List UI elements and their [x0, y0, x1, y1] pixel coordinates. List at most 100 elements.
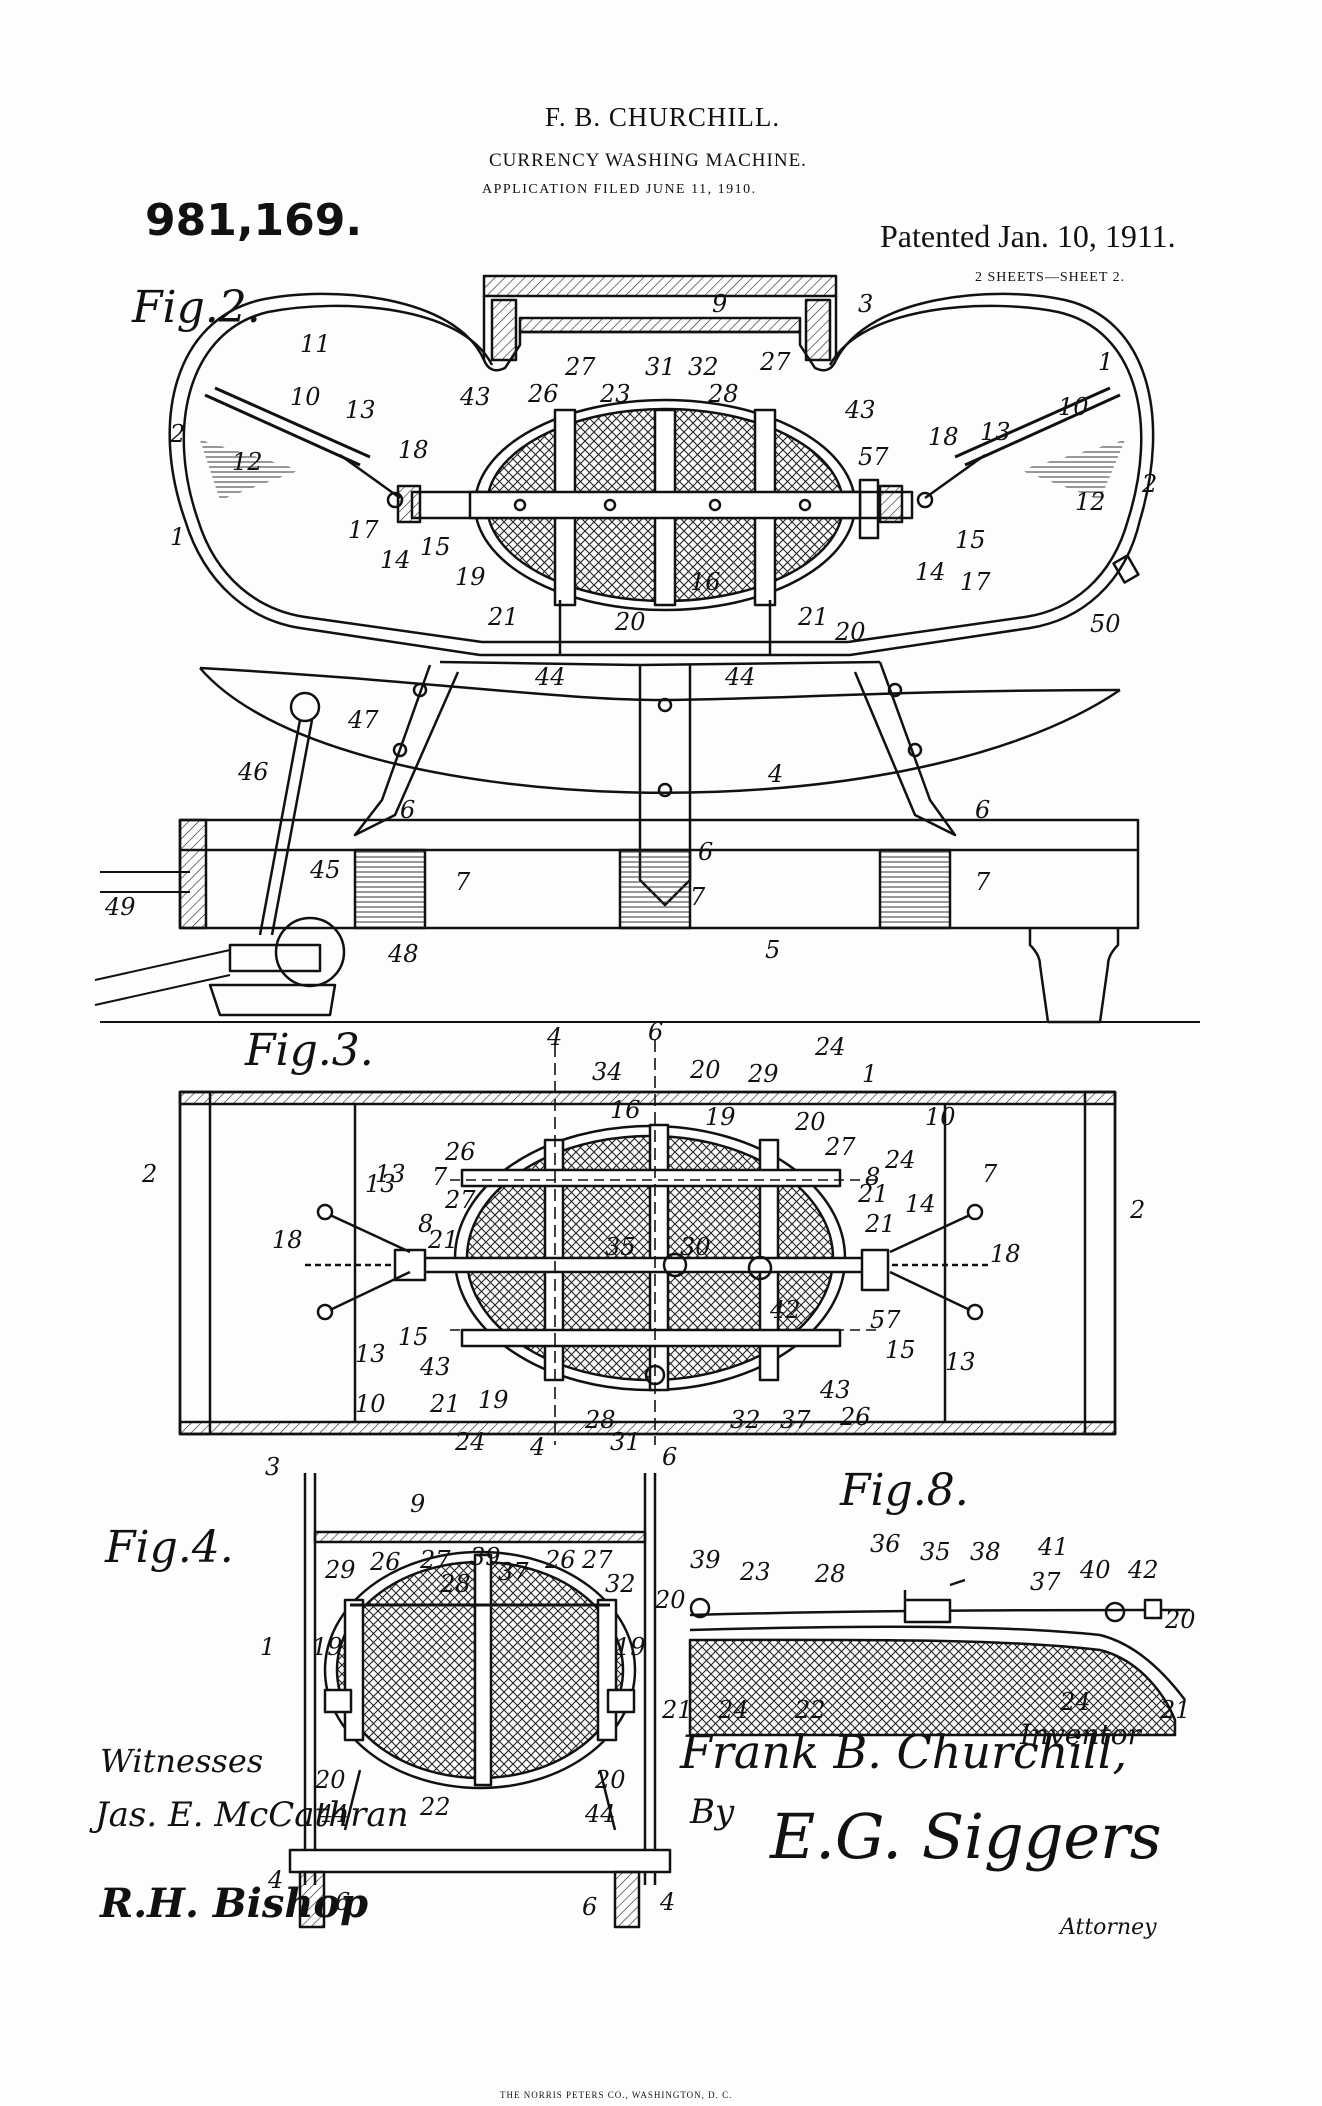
fig2-numeral: 17	[960, 568, 991, 596]
fig4-numeral: 6	[582, 1893, 597, 1921]
fig2-numeral: 18	[928, 423, 959, 451]
fig2-drawing	[94, 274, 1200, 1024]
fig4-numeral: 39	[470, 1543, 501, 1571]
fig2-numeral: 44	[724, 663, 756, 691]
fig4-numeral: 6	[335, 1888, 350, 1916]
fig3-drawing	[178, 1040, 1117, 1445]
fig8-reference-numerals: 36 35 38 41 39 23 28 37 40 42 20 20 21 2…	[654, 1530, 1196, 1724]
printer-imprint: THE NORRIS PETERS CO., WASHINGTON, D. C.	[500, 2090, 733, 2100]
fig3-numeral: 7	[432, 1163, 448, 1191]
fig3-numeral: 28	[584, 1406, 616, 1434]
fig8-numeral: 23	[739, 1558, 771, 1586]
fig2-numeral: 43	[459, 383, 491, 411]
fig2-numeral: 47	[347, 706, 379, 734]
fig2-numeral: 15	[955, 526, 986, 554]
fig3-numeral: 30	[680, 1233, 711, 1261]
fig8-numeral: 36	[870, 1530, 901, 1558]
fig2-numeral: 12	[1075, 488, 1106, 516]
fig8-numeral: 22	[794, 1696, 826, 1724]
fig2-numeral: 20	[834, 618, 866, 646]
patent-number: 981,169.	[145, 195, 363, 246]
fig2-numeral: 43	[844, 396, 876, 424]
fig3-numeral: 26	[444, 1138, 476, 1166]
fig3-numeral: 18	[990, 1240, 1021, 1268]
fig4-numeral: 19	[615, 1633, 646, 1661]
fig3-numeral: 2	[1129, 1196, 1145, 1224]
fig4-numeral: 29	[324, 1556, 356, 1584]
fig4-numeral: 44	[317, 1800, 349, 1828]
fig3-numeral: 24	[814, 1033, 846, 1061]
fig3-numeral: 13	[365, 1170, 396, 1198]
fig2-numeral: 45	[309, 856, 341, 884]
fig2-numeral: 11	[300, 330, 331, 358]
fig4-numeral: 32	[605, 1570, 636, 1598]
fig3-numeral: 27	[444, 1186, 476, 1214]
fig2-numeral: 14	[915, 558, 946, 586]
fig3-numeral: 21	[864, 1210, 896, 1238]
attorney-label: Attorney	[1060, 1915, 1157, 1940]
attorney-signature: E.G. Siggers	[770, 1800, 1162, 1873]
fig2-numeral: 44	[534, 663, 566, 691]
fig3-numeral: 10	[355, 1390, 386, 1418]
fig4-numeral: 9	[410, 1490, 425, 1518]
fig4-numeral: 3	[265, 1453, 280, 1481]
fig4-numeral: 26	[544, 1546, 576, 1574]
fig3-numeral: 18	[272, 1226, 303, 1254]
fig2-numeral: 2	[169, 420, 185, 448]
fig3-numeral: 37	[780, 1406, 811, 1434]
fig4-numeral: 26	[369, 1548, 401, 1576]
witness-signature-1: Jas. E. McCathran	[95, 1795, 409, 1835]
fig8-numeral: 24	[1059, 1688, 1091, 1716]
fig3-numeral: 57	[870, 1306, 901, 1334]
fig8-numeral: 37	[1030, 1568, 1061, 1596]
fig8-numeral: 38	[970, 1538, 1001, 1566]
fig3-numeral: 8	[865, 1163, 880, 1191]
fig3-numeral: 27	[824, 1133, 856, 1161]
fig2-numeral: 23	[599, 380, 631, 408]
fig3-numeral: 6	[662, 1443, 677, 1471]
fig2-numeral: 10	[1058, 393, 1089, 421]
fig3-numeral: 19	[478, 1386, 509, 1414]
fig3-numeral: 21	[429, 1390, 461, 1418]
fig2-numeral: 2	[1141, 470, 1157, 498]
fig3-numeral: 13	[355, 1340, 386, 1368]
fig3-numeral: 26	[839, 1403, 871, 1431]
fig2-numeral: 26	[527, 380, 559, 408]
fig4-numeral: 19	[312, 1633, 343, 1661]
fig2-numeral: 12	[232, 448, 263, 476]
application-filed: APPLICATION FILED JUNE 11, 1910.	[482, 182, 757, 197]
fig8-numeral: 39	[690, 1546, 721, 1574]
fig3-numeral: 15	[885, 1336, 916, 1364]
fig2-numeral: 5	[765, 936, 780, 964]
fig3-reference-numerals: 4 6 24 34 20 29 1 16 19 20 10 26 27 24 2…	[141, 1018, 1145, 1471]
fig2-numeral: 21	[797, 603, 829, 631]
fig3-numeral: 34	[592, 1058, 623, 1086]
fig2-numeral: 13	[980, 418, 1011, 446]
fig3-numeral: 32	[730, 1406, 761, 1434]
fig3-numeral: 1	[862, 1060, 877, 1088]
fig2-numeral: 18	[398, 436, 429, 464]
fig4-numeral: 37	[498, 1558, 529, 1586]
fig2-numeral: 6	[400, 796, 415, 824]
fig8-caption: Fig.8.	[840, 1465, 969, 1516]
fig2-numeral: 7	[455, 868, 471, 896]
fig2-numeral: 14	[380, 546, 411, 574]
fig2-numeral: 28	[707, 380, 739, 408]
witness-signature-2: R.H. Bishop	[100, 1880, 369, 1927]
fig2-numeral: 48	[387, 940, 419, 968]
fig4-numeral: 1	[260, 1633, 275, 1661]
fig3-numeral: 21	[857, 1180, 889, 1208]
fig2-numeral: 16	[690, 568, 721, 596]
fig8-numeral: 40	[1079, 1556, 1111, 1584]
fig8-numeral: 35	[920, 1538, 951, 1566]
fig4-numeral: 28	[439, 1570, 471, 1598]
fig2-numeral: 32	[688, 353, 719, 381]
fig3-numeral: 24	[884, 1146, 916, 1174]
fig8-drawing	[688, 1578, 1191, 1737]
fig3-numeral: 20	[794, 1108, 826, 1136]
fig3-numeral: 43	[819, 1376, 851, 1404]
fig4-numeral: 27	[581, 1546, 613, 1574]
fig2-numeral: 7	[690, 883, 706, 911]
inventor-signature: Frank B. Churchill,	[680, 1725, 1128, 1779]
